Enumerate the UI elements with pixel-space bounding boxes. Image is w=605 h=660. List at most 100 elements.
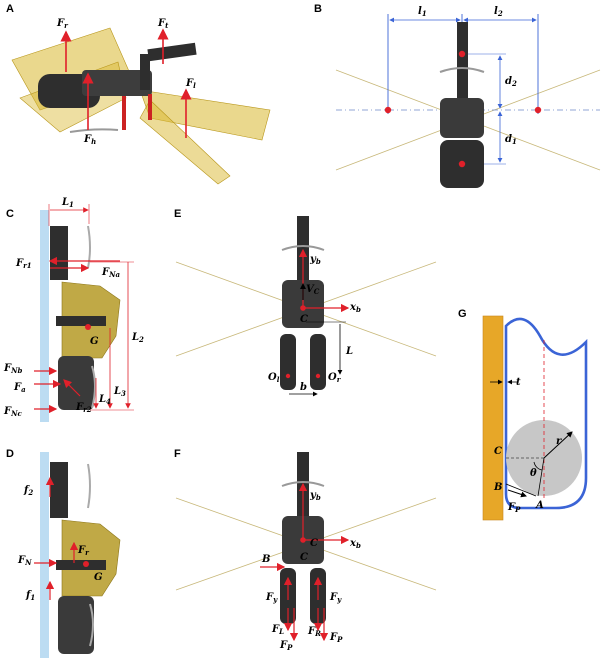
label-fn: FN bbox=[17, 555, 32, 567]
label-fr2: Fr2 bbox=[75, 402, 92, 414]
label-f2: f2 bbox=[23, 485, 33, 497]
robot-frame bbox=[82, 70, 152, 96]
label-c-f-lower: C bbox=[300, 552, 308, 563]
line-b-a bbox=[505, 483, 537, 497]
label-ft: Ft bbox=[157, 18, 169, 30]
propeller-e bbox=[281, 245, 325, 251]
panel-b: l1 l2 d2 d1 bbox=[335, 6, 601, 188]
label-d2: d2 bbox=[505, 76, 517, 88]
propeller-d-bottom bbox=[89, 603, 94, 647]
panel-label-b: B bbox=[314, 3, 322, 15]
robot-b-boom bbox=[457, 22, 468, 110]
label-b-g: B bbox=[493, 482, 502, 493]
label-fr: Fr bbox=[56, 18, 69, 30]
label-gd: G bbox=[94, 572, 103, 583]
label-yb-e: yb bbox=[309, 254, 321, 266]
point-top bbox=[458, 50, 466, 58]
label-b-f: B bbox=[261, 554, 270, 565]
label-or: Or bbox=[328, 372, 342, 384]
label-L1: L1 bbox=[61, 197, 74, 209]
label-c-f-upper: C bbox=[310, 538, 318, 549]
robot-c-body bbox=[50, 226, 68, 280]
label-a-g: A bbox=[535, 500, 544, 511]
robot-d-body bbox=[50, 462, 68, 518]
wing-d bbox=[61, 519, 121, 597]
panel-a: Fr Ft Fl Fh bbox=[11, 18, 271, 185]
label-fl: Fl bbox=[185, 78, 196, 90]
label-theta: θ bbox=[530, 468, 537, 479]
label-d1: d1 bbox=[505, 134, 517, 146]
point-left bbox=[384, 106, 392, 114]
label-fp-left: FP bbox=[279, 640, 293, 652]
panel-g: t r C θ B FP A bbox=[482, 315, 588, 521]
point-ol bbox=[285, 373, 291, 379]
label-fr-d: Fr bbox=[77, 545, 90, 557]
label-ol: Ol bbox=[268, 372, 280, 384]
robot-tail-boom bbox=[147, 42, 197, 62]
label-L4: L4 bbox=[98, 394, 111, 406]
propeller-c-top bbox=[87, 225, 91, 269]
panel-e: yb VC xb C L Ol Or b bbox=[175, 216, 437, 397]
wall-d bbox=[40, 452, 49, 658]
label-fa: Fa bbox=[13, 382, 26, 394]
panel-label-g: G bbox=[458, 308, 467, 320]
point-c-e bbox=[300, 305, 306, 311]
point-or bbox=[315, 373, 321, 379]
label-f1: f1 bbox=[25, 590, 35, 602]
force-fr2 bbox=[63, 379, 81, 397]
panel-f: yb C xb B C Fy Fy FL FR FP FP bbox=[175, 452, 437, 652]
label-fna: FNa bbox=[101, 267, 121, 279]
label-fl-f: FL bbox=[271, 624, 284, 636]
point-bottom bbox=[458, 160, 466, 168]
label-c-g: C bbox=[494, 446, 502, 457]
propeller-c-bottom bbox=[91, 365, 96, 409]
robot-e-track-right bbox=[310, 334, 326, 390]
cg-c bbox=[85, 324, 91, 330]
label-l2: l2 bbox=[494, 6, 503, 18]
label-vc: VC bbox=[306, 284, 320, 296]
label-xb-e: xb bbox=[349, 302, 361, 314]
point-c-f bbox=[300, 537, 306, 543]
panel-c: L1 Fr1 FNa G L2 FNb Fa Fr2 L3 L4 FNc bbox=[3, 197, 144, 422]
label-fp-right: FP bbox=[329, 632, 343, 644]
propeller-f bbox=[281, 481, 325, 487]
wall-g bbox=[482, 315, 504, 521]
robot-upper-arm bbox=[140, 54, 150, 90]
robot-d-mid bbox=[56, 560, 106, 570]
panel-label-d: D bbox=[6, 448, 14, 460]
panel-d: f2 FN Fr G f1 bbox=[17, 452, 121, 658]
propeller-d-top bbox=[87, 463, 91, 509]
panel-label-e: E bbox=[174, 208, 181, 220]
label-c-e: C bbox=[300, 314, 308, 325]
robot-c-mid bbox=[56, 316, 106, 326]
panel-letters: A B C D E F G bbox=[6, 3, 467, 460]
label-L3: L3 bbox=[113, 386, 126, 398]
force-fp-g bbox=[507, 489, 527, 498]
label-b-e: b bbox=[300, 382, 307, 393]
propeller-b bbox=[439, 67, 485, 73]
robot-d-lower bbox=[58, 596, 94, 654]
label-L2: L2 bbox=[131, 332, 144, 344]
label-fh: Fh bbox=[83, 134, 96, 146]
label-L-e: L bbox=[345, 346, 353, 357]
label-fr1: Fr1 bbox=[15, 258, 32, 270]
propeller-a bbox=[69, 128, 119, 133]
label-fy-right: Fy bbox=[329, 592, 342, 604]
angle-theta bbox=[533, 461, 543, 471]
robot-b-body bbox=[440, 98, 484, 138]
label-gc: G bbox=[90, 336, 99, 347]
radius-r bbox=[543, 431, 573, 459]
label-fr-f: FR bbox=[307, 626, 321, 638]
label-r: r bbox=[556, 436, 562, 447]
panel-label-f: F bbox=[174, 448, 181, 460]
label-xb-f: xb bbox=[349, 538, 361, 550]
label-fy-left: Fy bbox=[265, 592, 278, 604]
robot-leg-2 bbox=[148, 94, 152, 120]
label-fp-g: FP bbox=[507, 502, 521, 514]
wall-c bbox=[40, 210, 49, 422]
panel-label-c: C bbox=[6, 208, 14, 220]
point-right bbox=[534, 106, 542, 114]
robot-e-track-left bbox=[280, 334, 296, 390]
wing-right-front bbox=[139, 99, 231, 185]
label-yb-f: yb bbox=[309, 490, 321, 502]
